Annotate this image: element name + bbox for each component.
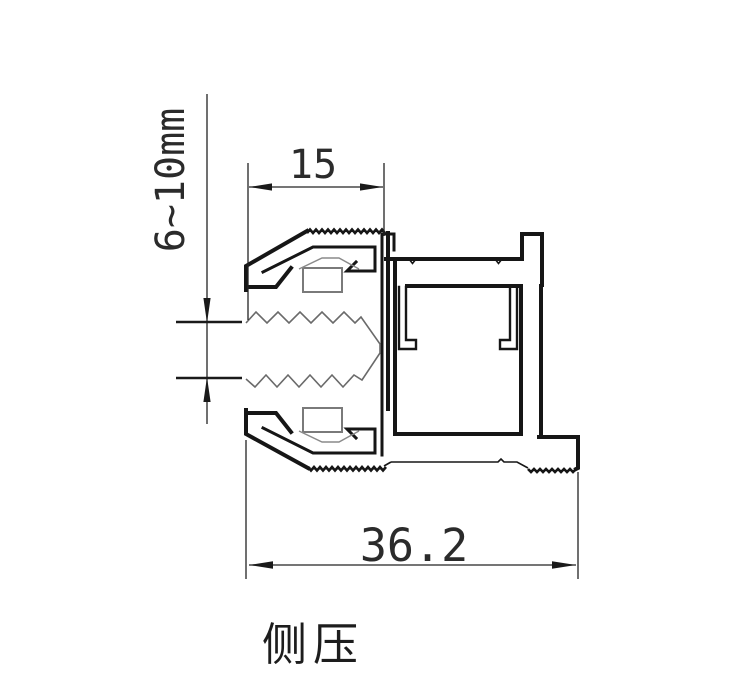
bottom-dim-extension-lines — [245, 440, 579, 579]
dim-total-width-label: 36.2 — [360, 519, 468, 572]
top-clamp-knurl — [306, 227, 386, 235]
bottom-clamp-right-lip — [343, 427, 377, 441]
aluminum-profile — [244, 227, 580, 474]
top-gasket-wedge — [298, 257, 360, 270]
glass-panel-break-line — [245, 310, 381, 389]
top-clamp-right-lip — [343, 259, 377, 273]
right-top-tab — [520, 232, 544, 287]
bottom-clamp-knurl — [307, 465, 387, 473]
drawing-caption: 侧压 — [262, 618, 364, 671]
top-dim-extension-lines — [247, 163, 385, 320]
left-dim-arrow-upper — [203, 298, 211, 323]
gaskets — [298, 257, 360, 443]
bottom-clamp-step — [383, 461, 392, 467]
bottom-clamp-left-lip — [244, 411, 294, 435]
bottom-dim-arrow-left — [249, 561, 273, 569]
bottom-gasket-wedge — [298, 430, 360, 443]
right-box-section — [384, 232, 544, 439]
dim-top-width-label: 15 — [289, 142, 337, 188]
mounting-foot — [391, 435, 580, 474]
left-dim-ticks — [176, 320, 242, 380]
top-dim-arrow-left — [249, 183, 272, 191]
bottom-thin-edge — [391, 457, 529, 469]
dimension-total-width: 36.2 — [245, 440, 579, 579]
top-dim-arrow-right — [360, 183, 383, 191]
top-clamp-outer-edge — [244, 228, 310, 292]
top-clamp — [244, 227, 386, 292]
foot-outline — [537, 435, 580, 472]
left-screw-hook — [397, 285, 418, 351]
right-screw-hook — [498, 285, 519, 351]
center-web — [380, 231, 397, 457]
bottom-clamp-outer-edge — [244, 408, 311, 471]
bottom-clamp-inner-cavity — [260, 425, 377, 455]
top-clamp-inner-cavity — [260, 245, 377, 275]
top-wall-notches — [408, 258, 503, 265]
dim-glass-thickness-label: 6~10mm — [148, 108, 194, 253]
dimension-glass-thickness: 6~10mm — [148, 94, 242, 424]
top-gasket-block — [302, 267, 343, 293]
dimension-top-width: 15 — [247, 142, 385, 320]
top-clamp-left-lip — [244, 265, 294, 289]
bottom-clamp — [244, 408, 392, 473]
bottom-dim-arrow-right — [552, 561, 576, 569]
foot-knurl — [527, 467, 577, 474]
bottom-gasket-block — [302, 407, 343, 433]
left-dim-arrow-lower — [203, 377, 211, 402]
